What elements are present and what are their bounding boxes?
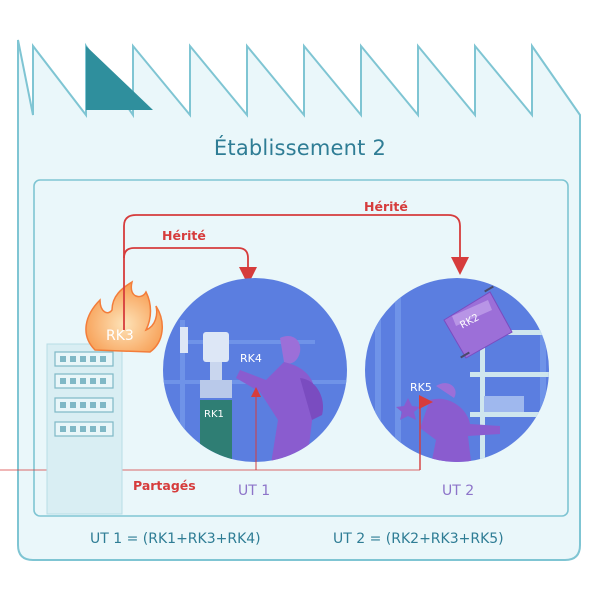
rk4-label: RK4 — [240, 352, 262, 365]
ut1-scene — [163, 278, 347, 462]
building-title: Établissement 2 — [213, 136, 387, 160]
ut2-scene — [365, 278, 549, 462]
ut1-label: UT 1 — [238, 483, 271, 499]
server-rack — [46, 343, 123, 515]
ut2-formula: UT 2 = (RK2+RK3+RK5) — [333, 531, 504, 547]
rk1-label: RK1 — [204, 409, 224, 420]
shared-arrow-ut2 — [418, 395, 433, 470]
ut2-label: UT 2 — [442, 483, 475, 499]
inherited-label-1: Hérité — [162, 228, 206, 243]
ut1-formula: UT 1 = (RK1+RK3+RK4) — [90, 531, 261, 547]
shared-label: Partagés — [133, 478, 196, 493]
rk3-label: RK3 — [106, 328, 134, 344]
rk5-label: RK5 — [410, 381, 432, 394]
inherited-label-2: Hérité — [364, 199, 408, 214]
roof-accent-triangle — [86, 46, 153, 110]
inherited-arrow-2 — [123, 214, 469, 275]
